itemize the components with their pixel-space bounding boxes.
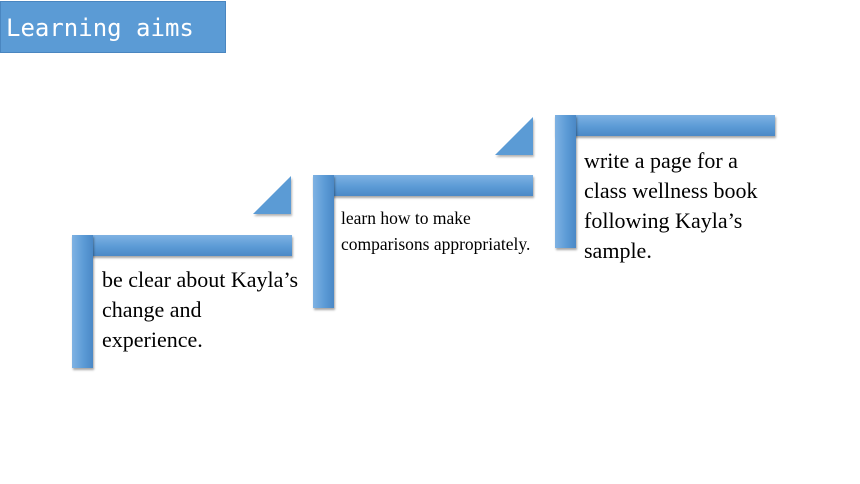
step-1-vertical-bar [72,235,93,368]
page-title: Learning aims [0,1,226,53]
step-2-horizontal-bar [313,175,533,196]
step-2-text: learn how to make comparisons appropriat… [341,208,531,254]
step-3-vertical-bar [555,115,576,248]
step-1-text: be clear about Kayla’s change and experi… [102,267,299,352]
step-2-vertical-bar [313,175,334,308]
step-1-horizontal-bar [72,235,292,256]
step-1-corner-triangle [253,176,291,214]
step-3-text: write a page for a class wellness book f… [584,148,758,263]
step-3-horizontal-bar [555,115,775,136]
step-2-corner-triangle [495,117,533,155]
